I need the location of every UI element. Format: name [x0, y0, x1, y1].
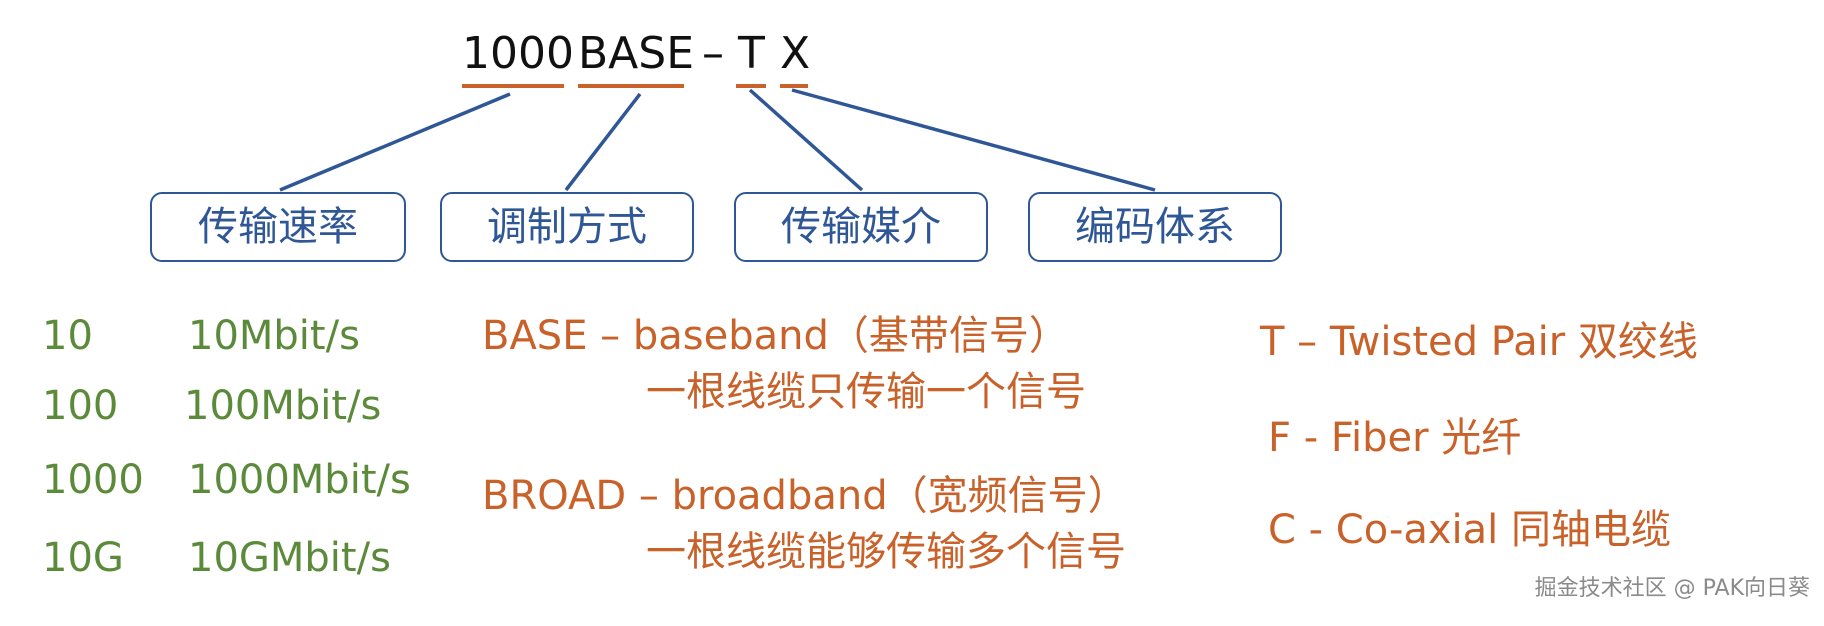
modulation-broad-desc: 一根线缆能够传输多个信号 — [646, 529, 1126, 575]
medium-coaxial: C - Co-axial 同轴电缆 — [1268, 507, 1672, 553]
medium-fiber: F - Fiber 光纤 — [1268, 415, 1522, 461]
rate-speed-100: 100Mbit/s — [184, 383, 382, 429]
title-coding: X — [780, 28, 811, 79]
title-medium: T — [738, 28, 765, 79]
underline-coding — [780, 84, 808, 88]
rate-code-1000: 1000 — [42, 457, 144, 503]
underline-rate — [462, 84, 564, 88]
rate-speed-10: 10Mbit/s — [188, 313, 360, 359]
connector-coding — [791, 88, 1156, 192]
rate-code-10g: 10G — [42, 535, 124, 581]
modulation-broad-label: BROAD – broadband（宽频信号） — [482, 473, 1128, 519]
rate-code-100: 100 — [42, 383, 119, 429]
box-coding-system: 编码体系 — [1028, 192, 1282, 262]
connector-rate — [279, 92, 511, 192]
box-transmission-medium: 传输媒介 — [734, 192, 988, 262]
title-dash: – — [702, 28, 724, 79]
box-modulation-method: 调制方式 — [440, 192, 694, 262]
connector-medium — [748, 88, 864, 192]
watermark: 掘金技术社区 @ PAK向日葵 — [1534, 576, 1810, 601]
title-modulation: BASE — [578, 28, 695, 79]
underline-modulation — [578, 84, 684, 88]
modulation-base-label: BASE – baseband（基带信号） — [482, 313, 1069, 359]
rate-speed-1000: 1000Mbit/s — [188, 457, 411, 503]
rate-speed-10g: 10GMbit/s — [188, 535, 391, 581]
modulation-base-desc: 一根线缆只传输一个信号 — [646, 369, 1086, 415]
title-rate: 1000 — [462, 28, 574, 79]
medium-twisted-pair: T – Twisted Pair 双绞线 — [1260, 319, 1698, 365]
underline-medium — [736, 84, 766, 88]
connector-modulation — [564, 92, 642, 192]
rate-code-10: 10 — [42, 313, 93, 359]
box-transmission-rate: 传输速率 — [150, 192, 406, 262]
